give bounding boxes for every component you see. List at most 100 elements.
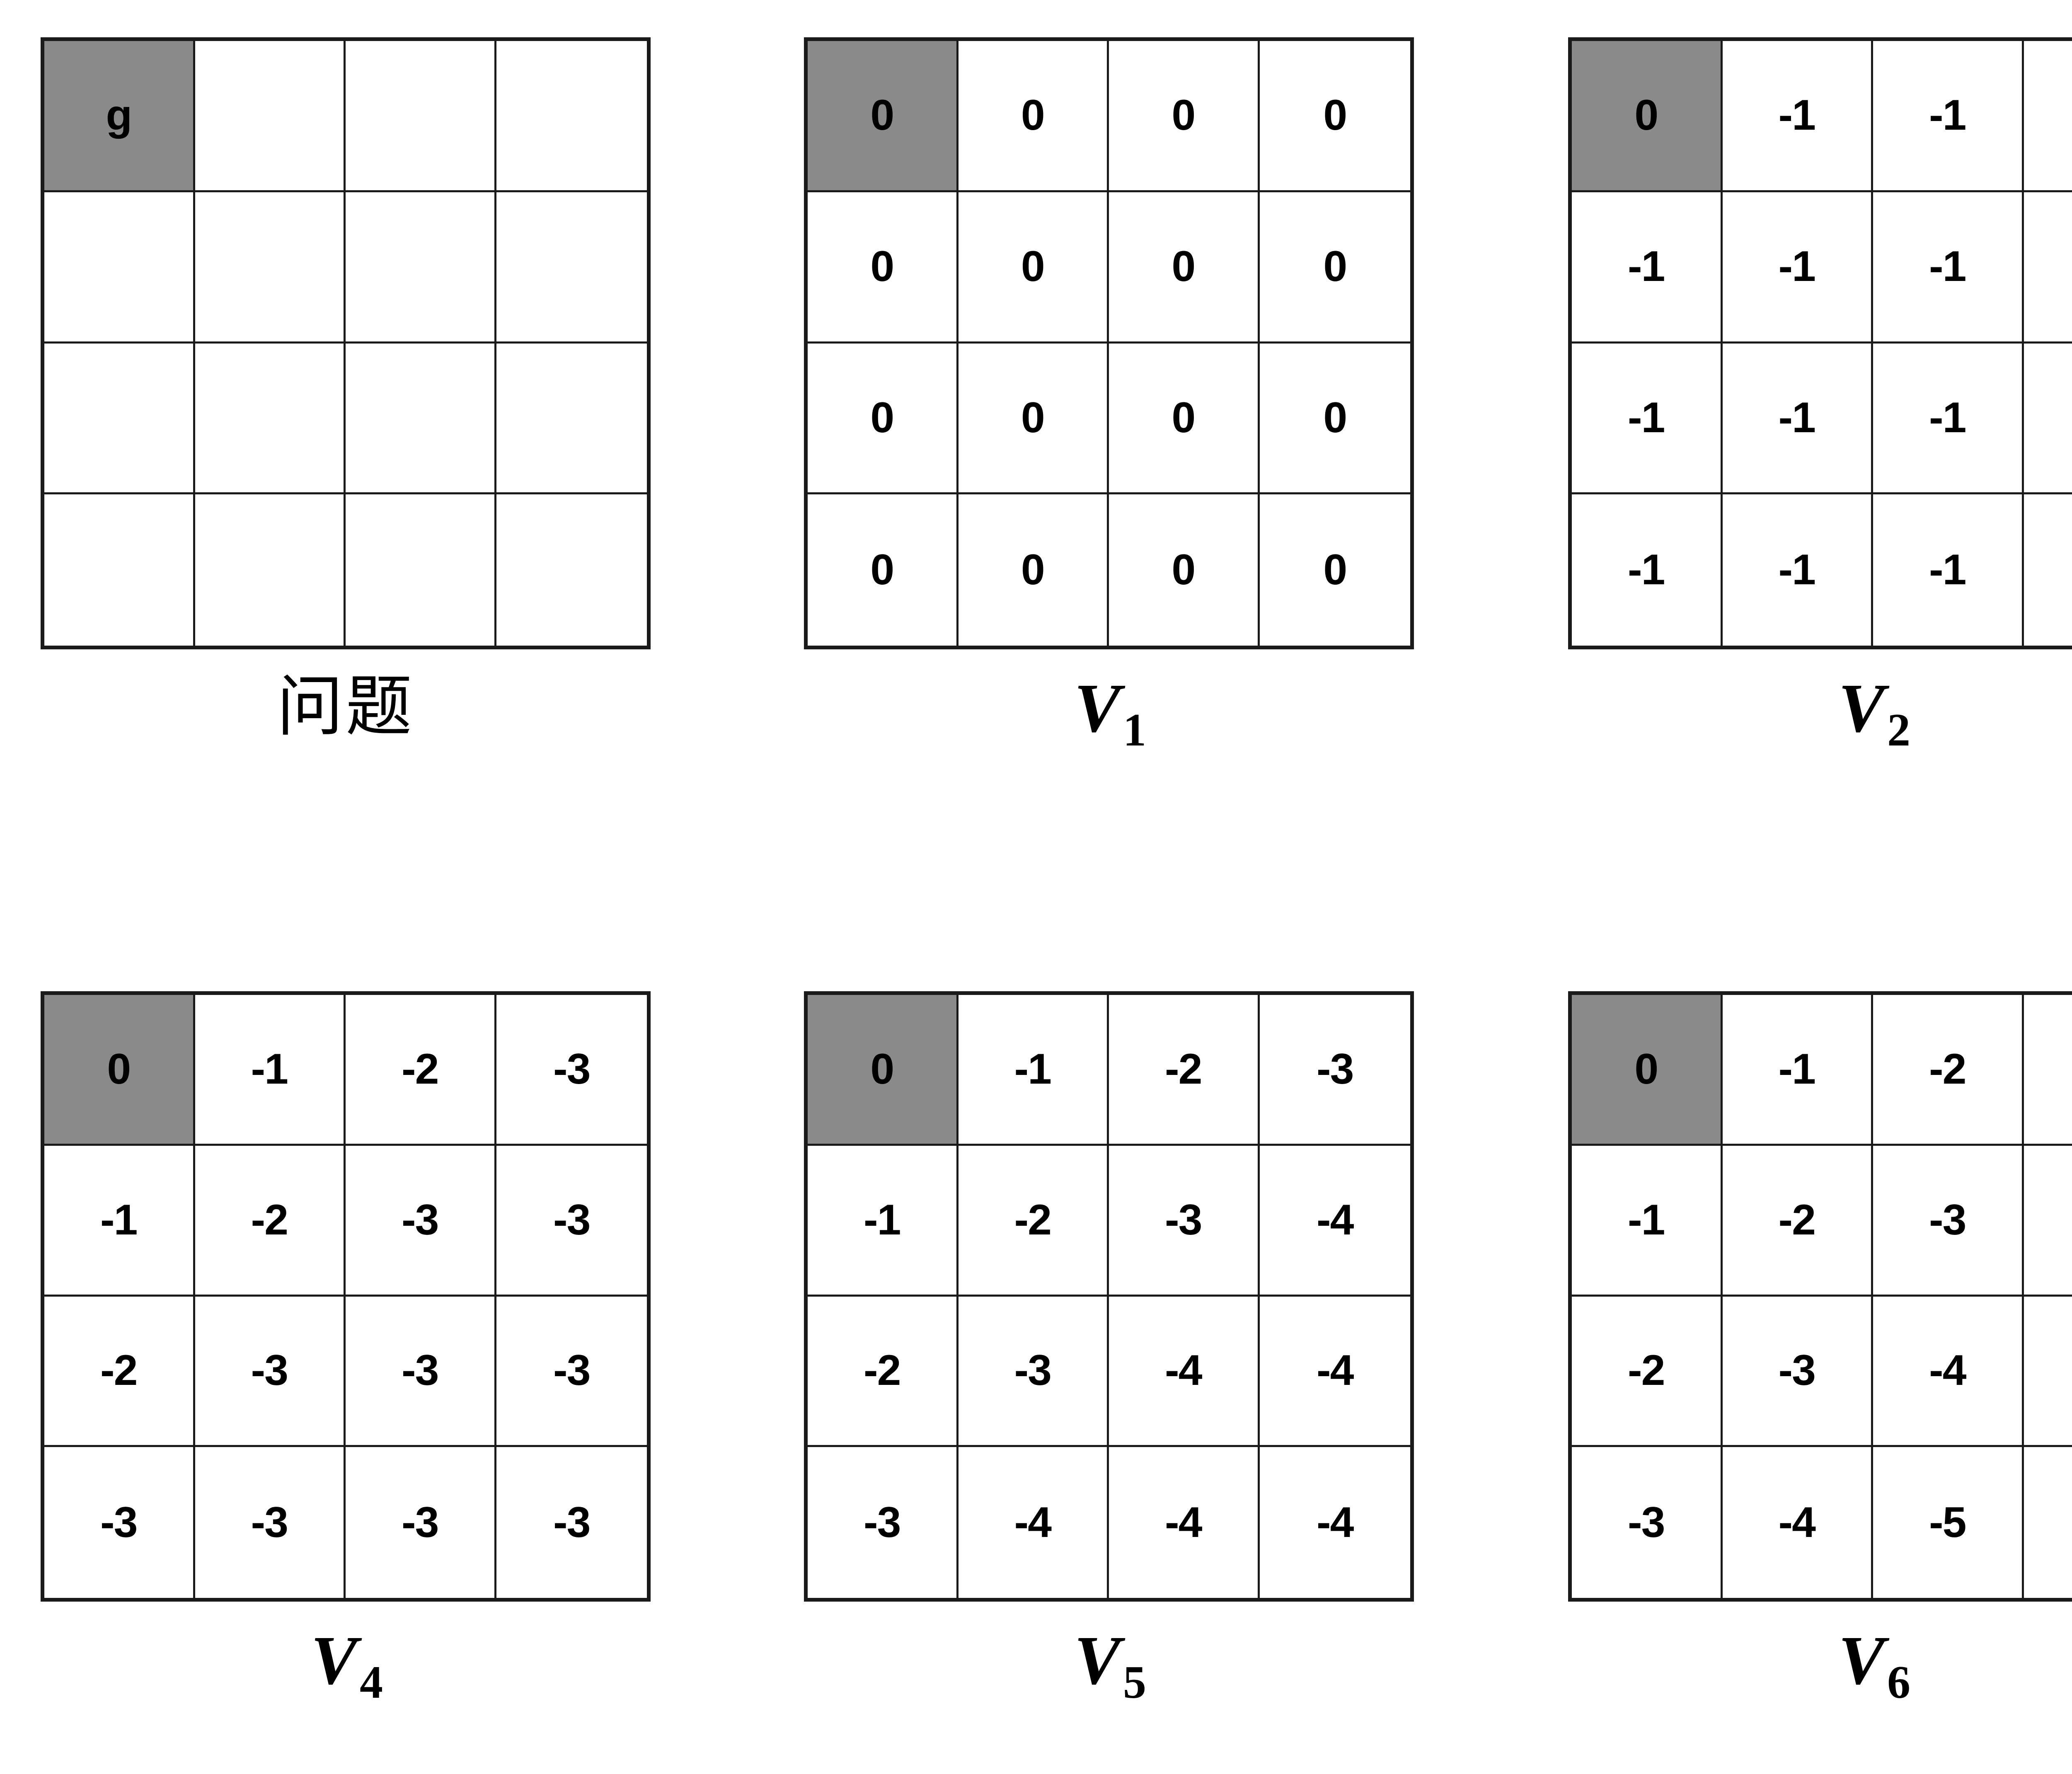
grid-cell[interactable]: 0 — [808, 343, 959, 495]
grid-cell[interactable]: 0 — [1109, 192, 1260, 344]
grid-cell[interactable]: -1 — [1722, 192, 1873, 344]
grid-cell[interactable]: -3 — [195, 1296, 346, 1447]
grid-cell[interactable]: -4 — [1722, 1447, 1873, 1598]
grid-cell[interactable] — [44, 343, 195, 495]
grid-cell[interactable]: -4 — [1109, 1296, 1260, 1447]
panel-caption: V4 — [41, 1626, 651, 1706]
grid-cell[interactable]: -3 — [1109, 1145, 1260, 1297]
grid-cell[interactable]: 0 — [958, 192, 1109, 344]
grid-cell[interactable]: 0 — [808, 192, 959, 344]
grid-cell[interactable]: -2 — [1722, 1145, 1873, 1297]
grid-cell[interactable]: -1 — [1572, 494, 1723, 646]
grid-cell[interactable] — [195, 41, 346, 192]
grid-cell[interactable]: -3 — [1873, 1145, 2024, 1297]
grid-cell[interactable]: -3 — [346, 1447, 496, 1598]
grid-cell[interactable]: -1 — [1873, 192, 2024, 344]
grid-cell[interactable]: 0 — [1259, 41, 1410, 192]
caption-label-text: 问题 — [276, 668, 414, 745]
grid-cell[interactable] — [346, 494, 496, 646]
grid-cell[interactable]: -2 — [808, 1296, 959, 1447]
grid-cell[interactable]: -1 — [1873, 343, 2024, 495]
grid-cell[interactable]: -4 — [1873, 1296, 2024, 1447]
grid-cell[interactable]: -3 — [496, 1296, 647, 1447]
grid-cell[interactable]: -1 — [1722, 494, 1873, 646]
grid-cell[interactable]: -3 — [346, 1296, 496, 1447]
grid-cell[interactable]: 0 — [1109, 343, 1260, 495]
grid-cell[interactable] — [195, 343, 346, 495]
grid-cell[interactable] — [44, 192, 195, 344]
grid-cell[interactable] — [346, 41, 496, 192]
grid-cell[interactable]: -2 — [1109, 995, 1260, 1146]
grid-cell[interactable]: -2 — [1873, 995, 2024, 1146]
grid-cell[interactable] — [346, 343, 496, 495]
grid-cell[interactable]: 0 — [958, 41, 1109, 192]
grid-cell[interactable]: 0 — [44, 995, 195, 1146]
grid-cell[interactable]: -5 — [1873, 1447, 2024, 1598]
grid-cell[interactable]: -1 — [2024, 494, 2072, 646]
grid-cell[interactable]: 0 — [1572, 995, 1723, 1146]
grid-cell[interactable]: -1 — [195, 995, 346, 1146]
grid-cell[interactable] — [496, 41, 647, 192]
grid-cell[interactable]: -1 — [1572, 1145, 1723, 1297]
grid-cell[interactable]: -5 — [2024, 1447, 2072, 1598]
grid-cell[interactable]: -1 — [2024, 41, 2072, 192]
grid-cell[interactable]: -3 — [2024, 995, 2072, 1146]
grid-cell[interactable]: -3 — [496, 995, 647, 1146]
grid-cell[interactable]: -3 — [958, 1296, 1109, 1447]
grid-cell[interactable]: 0 — [1572, 41, 1723, 192]
grid-cell[interactable]: -3 — [1722, 1296, 1873, 1447]
grid-cell[interactable]: 0 — [1259, 192, 1410, 344]
grid-cell[interactable]: -1 — [2024, 343, 2072, 495]
grid-cell[interactable]: -3 — [496, 1447, 647, 1598]
grid-cell[interactable]: -1 — [1722, 995, 1873, 1146]
grid-cell[interactable]: -1 — [1873, 494, 2024, 646]
grid-cell[interactable]: -2 — [44, 1296, 195, 1447]
grid-cell[interactable] — [346, 192, 496, 344]
grid-cell[interactable] — [195, 494, 346, 646]
grid-cell[interactable]: -3 — [1572, 1447, 1723, 1598]
grid-cell[interactable]: 0 — [1109, 494, 1260, 646]
grid-cell[interactable]: 0 — [958, 494, 1109, 646]
grid-cell[interactable]: -2 — [958, 1145, 1109, 1297]
grid-cell[interactable]: 0 — [958, 343, 1109, 495]
grid-cell[interactable]: -4 — [2024, 1145, 2072, 1297]
grid-cell[interactable]: -4 — [1109, 1447, 1260, 1598]
grid-cell[interactable]: -3 — [1259, 995, 1410, 1146]
grid-cell[interactable]: 0 — [1259, 494, 1410, 646]
grid-cell[interactable]: -1 — [808, 1145, 959, 1297]
grid-cell[interactable]: g — [44, 41, 195, 192]
grid-cell[interactable] — [195, 192, 346, 344]
grid-cell[interactable]: -1 — [1722, 343, 1873, 495]
grid-cell[interactable]: -1 — [1572, 192, 1723, 344]
grid-cell[interactable]: -1 — [44, 1145, 195, 1297]
grid-cell[interactable]: -1 — [1722, 41, 1873, 192]
grid-cell[interactable]: -4 — [1259, 1145, 1410, 1297]
grid-cell[interactable]: -3 — [496, 1145, 647, 1297]
grid-cell[interactable]: -4 — [1259, 1447, 1410, 1598]
grid-cell[interactable]: -4 — [958, 1447, 1109, 1598]
grid-cell[interactable]: 0 — [808, 41, 959, 192]
grid-cell[interactable]: -1 — [2024, 192, 2072, 344]
grid-cell[interactable]: -4 — [1259, 1296, 1410, 1447]
grid-cell[interactable]: -1 — [958, 995, 1109, 1146]
grid-cell[interactable]: 0 — [808, 995, 959, 1146]
grid-cell[interactable]: -2 — [1572, 1296, 1723, 1447]
grid-cell[interactable] — [496, 494, 647, 646]
grid-cell[interactable]: -5 — [2024, 1296, 2072, 1447]
caption-subscript: 4 — [360, 1657, 383, 1708]
grid-cell[interactable]: -1 — [1873, 41, 2024, 192]
grid-cell[interactable]: 0 — [1259, 343, 1410, 495]
grid-cell[interactable]: -3 — [808, 1447, 959, 1598]
grid-cell[interactable] — [44, 494, 195, 646]
grid-cell[interactable]: -1 — [1572, 343, 1723, 495]
grid-cell[interactable]: -3 — [346, 1145, 496, 1297]
grid-cell[interactable]: -2 — [346, 995, 496, 1146]
grid-cell[interactable]: -3 — [195, 1447, 346, 1598]
grid-cell[interactable]: 0 — [1109, 41, 1260, 192]
grid-cell[interactable] — [496, 192, 647, 344]
grid-cell[interactable]: -2 — [195, 1145, 346, 1297]
grid-cell[interactable]: 0 — [808, 494, 959, 646]
grid-cell[interactable]: -3 — [44, 1447, 195, 1598]
grid-cell[interactable] — [496, 343, 647, 495]
